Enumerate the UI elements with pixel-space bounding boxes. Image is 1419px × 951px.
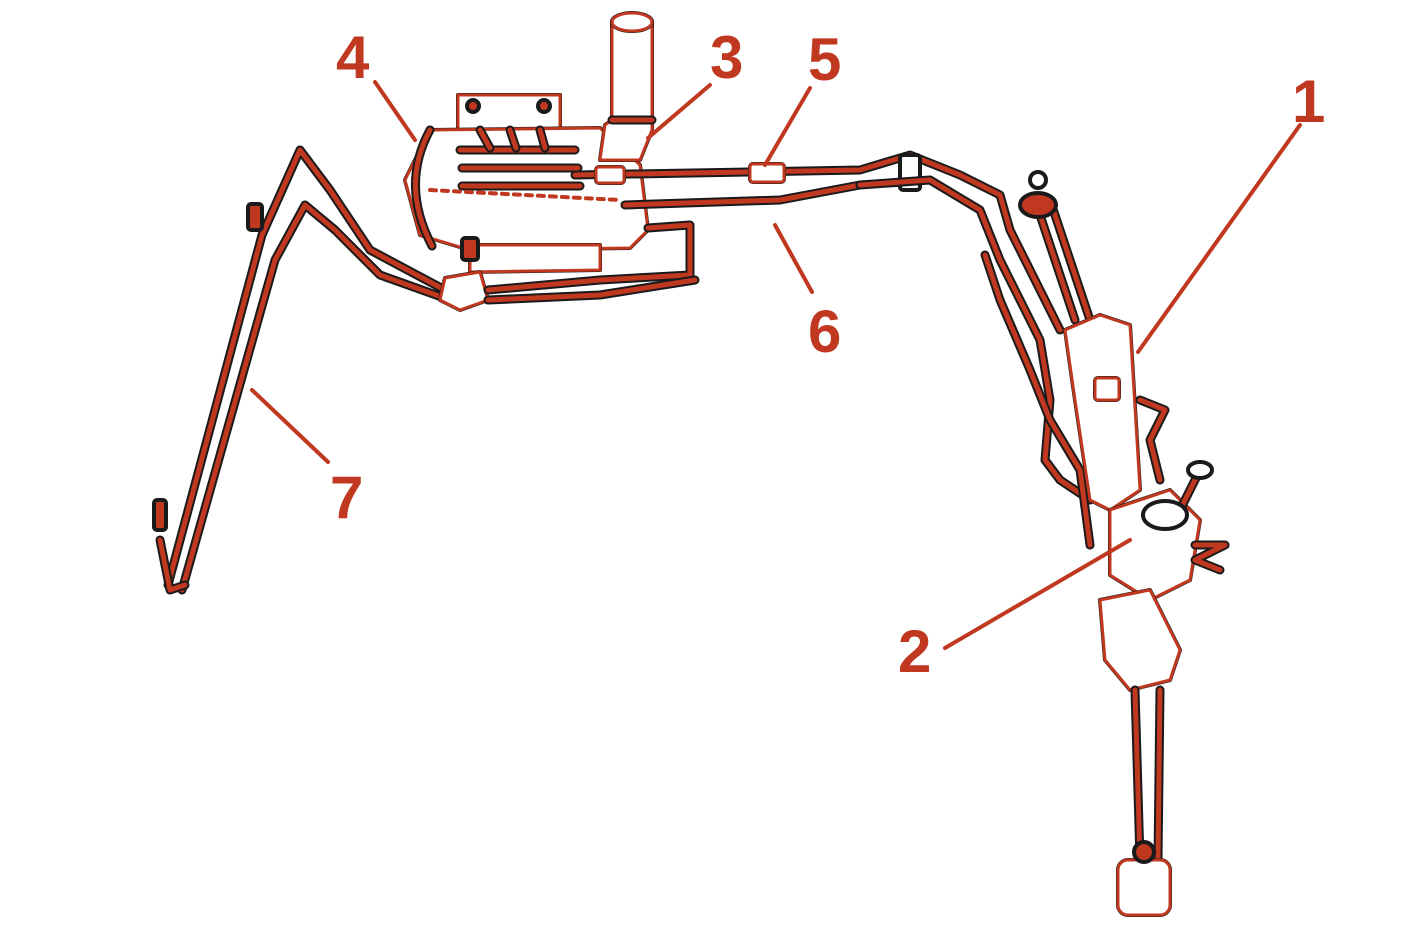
return-line-6: [483, 180, 865, 305]
leader-line-4: [373, 80, 417, 142]
pressure-line-5: [570, 150, 1065, 335]
callout-6: 6: [808, 298, 842, 365]
callout-5: 5: [808, 26, 842, 93]
leader-line-1: [1136, 123, 1302, 354]
steering-rack-1: [1018, 170, 1170, 512]
pipe-assembly-7: [152, 145, 455, 595]
callout-3: 3: [710, 24, 744, 91]
callout-4: 4: [336, 24, 370, 91]
leader-line-3: [646, 83, 712, 140]
reservoir-3: [598, 11, 657, 162]
callout-7: 7: [330, 464, 364, 531]
valve-body-2: [1098, 460, 1230, 917]
callout-2: 2: [898, 618, 932, 685]
leader-line-5: [763, 86, 812, 167]
leader-line-2: [943, 538, 1132, 650]
pump-motor-4: [403, 93, 650, 312]
leader-line-7: [250, 388, 330, 464]
callout-1: 1: [1292, 68, 1326, 135]
leader-lines: [250, 80, 1302, 650]
line-clip: [855, 153, 1095, 550]
leader-line-6: [773, 223, 814, 294]
